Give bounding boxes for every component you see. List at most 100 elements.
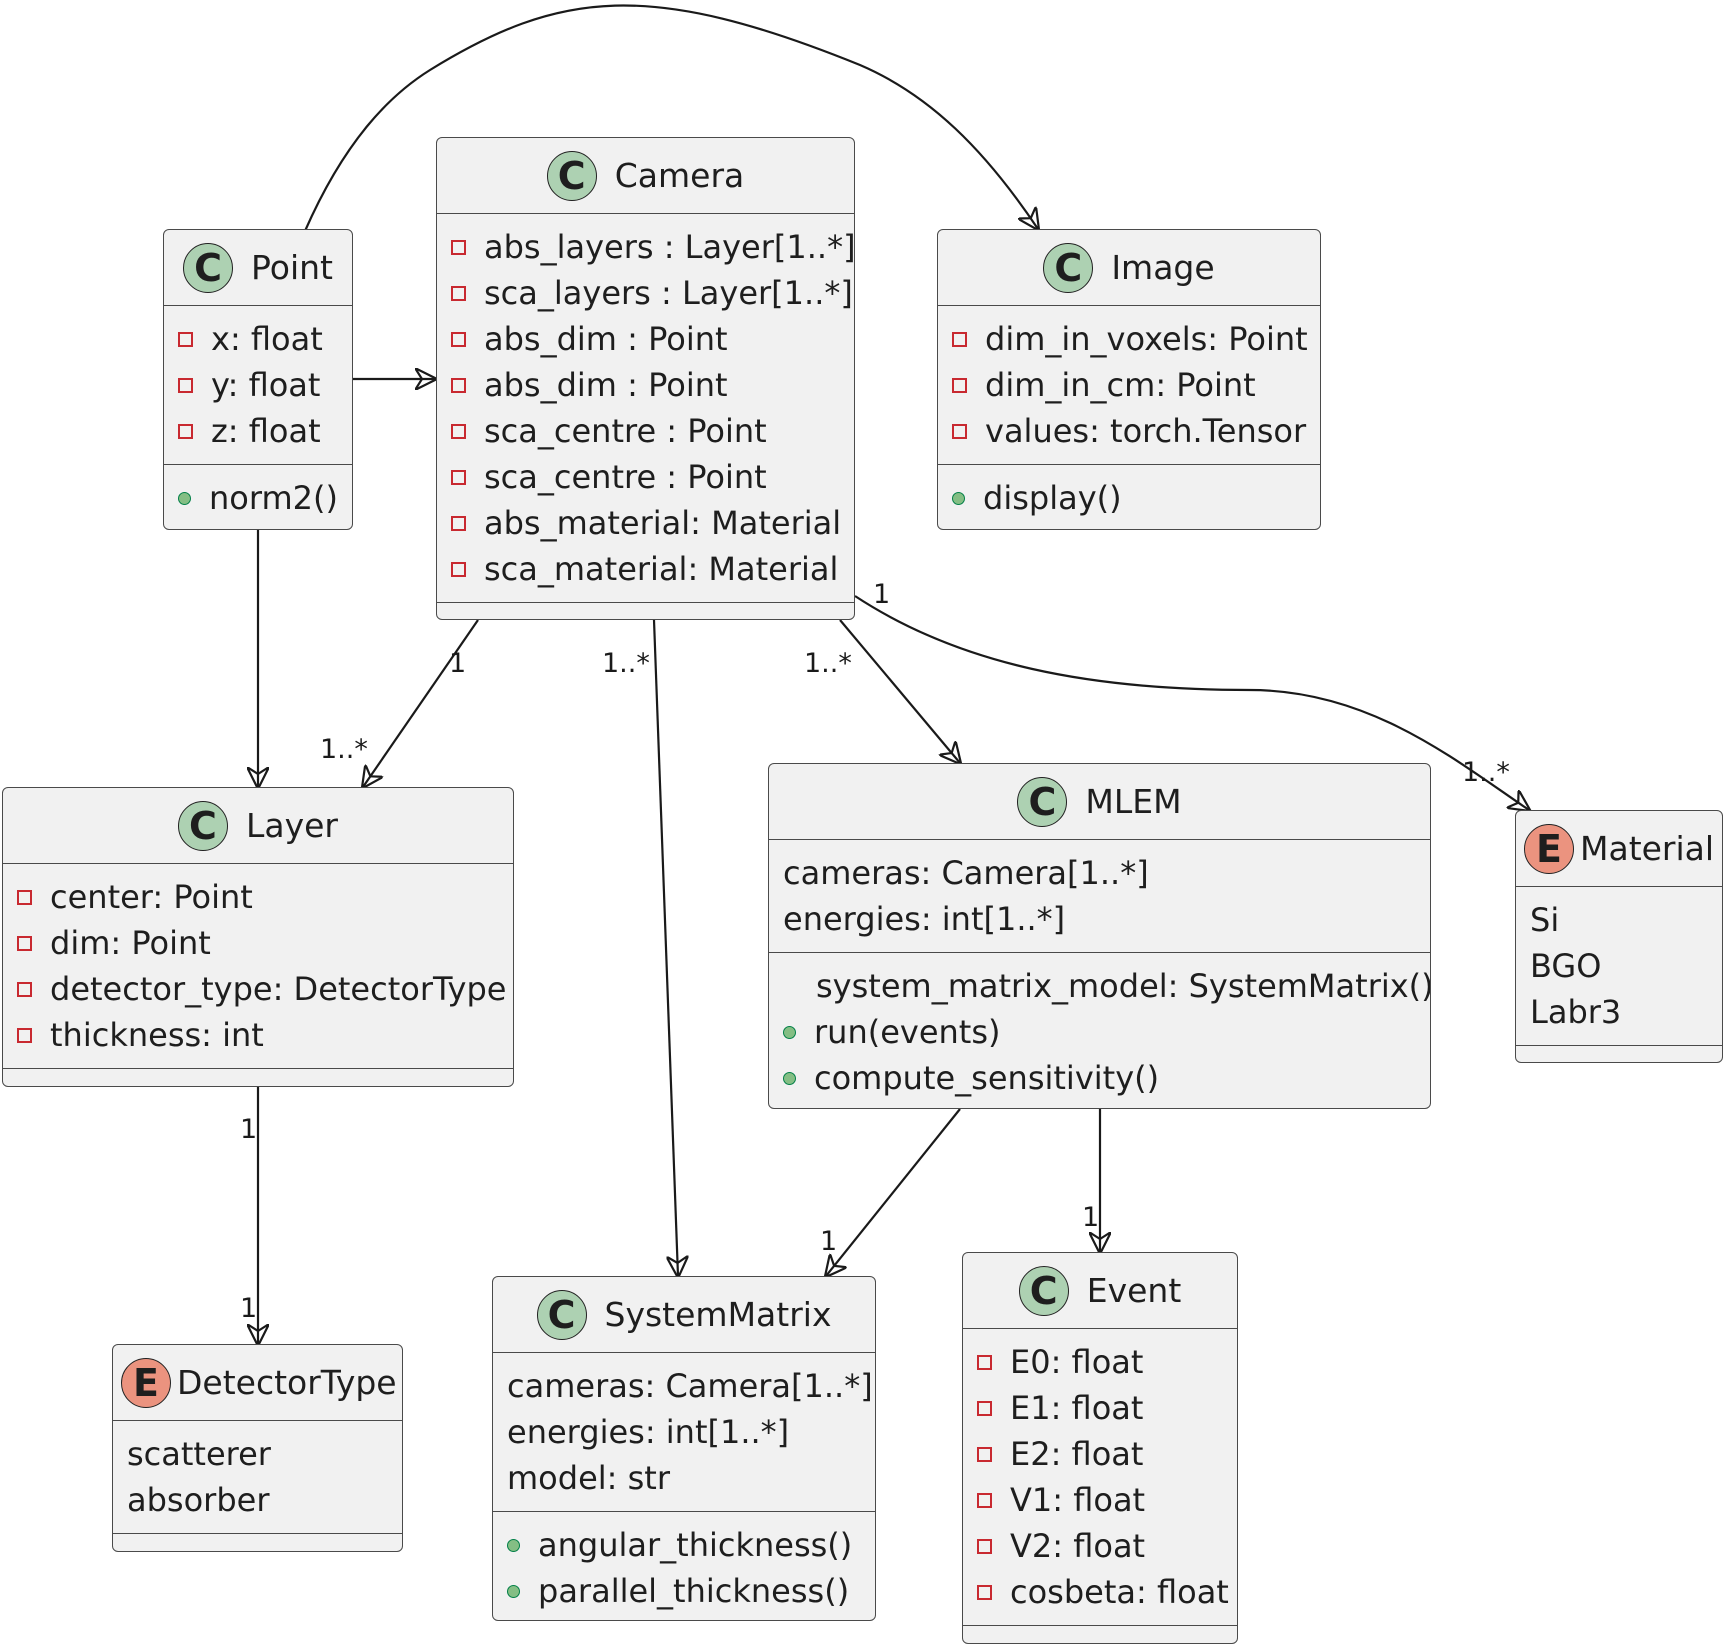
mult-layer-detectortype-src: 1 [240, 1114, 257, 1145]
method-row: parallel_thickness() [507, 1568, 875, 1614]
attribute-row: cameras: Camera[1..*] [507, 1367, 873, 1405]
public-icon [783, 1025, 796, 1039]
private-icon [977, 1492, 992, 1508]
class-point-attributes: x: float y: float z: float [164, 306, 352, 465]
class-badge-icon: C [183, 242, 234, 293]
attribute-row: E0: float [977, 1339, 1237, 1385]
enum-detector-type-name: DetectorType [177, 1363, 397, 1402]
attribute-row: dim: Point [17, 920, 513, 966]
edge-camera-mlem [839, 619, 960, 763]
class-point-methods: norm2() [164, 465, 352, 529]
class-layer-name: Layer [245, 806, 338, 845]
enum-material-header: E Material [1516, 811, 1722, 887]
class-camera[interactable]: C Camera abs_layers : Layer[1..*] sca_la… [436, 137, 855, 620]
private-icon [17, 935, 32, 951]
attribute-row: model: str [507, 1459, 670, 1497]
attribute-row: sca_material: Material [451, 546, 854, 592]
class-event-attributes: E0: float E1: float E2: float V1: float … [963, 1329, 1237, 1626]
class-layer[interactable]: C Layer center: Point dim: Point detecto… [2, 787, 514, 1087]
class-image-header: C Image [938, 230, 1320, 306]
class-point-name: Point [251, 248, 333, 287]
attribute-row: center: Point [17, 874, 513, 920]
method-row: display() [952, 475, 1320, 521]
method-row: angular_thickness() [507, 1522, 875, 1568]
enum-material[interactable]: E Material Si BGO Labr3 [1515, 810, 1723, 1063]
attribute-row: E1: float [977, 1385, 1237, 1431]
class-event-name: Event [1086, 1271, 1182, 1310]
mult-camera-layer-src: 1 [449, 648, 466, 679]
mult-mlem-event-dst: 1 [1082, 1202, 1099, 1233]
attribute-row: sca_centre : Point [451, 408, 854, 454]
enum-value: BGO [1530, 947, 1602, 985]
attribute-row: z: float [178, 408, 352, 454]
private-icon [178, 331, 193, 347]
class-system-matrix-methods: angular_thickness() parallel_thickness() [493, 1512, 875, 1620]
attribute-row: abs_dim : Point [451, 316, 854, 362]
private-icon [17, 889, 32, 905]
attribute-row: sca_layers : Layer[1..*] [451, 270, 854, 316]
method-row: run(events) [783, 1009, 1430, 1055]
edge-camera-layer [363, 619, 479, 787]
enum-value: absorber [127, 1481, 270, 1519]
edge-camera-material [854, 595, 1529, 810]
mult-layer-detectortype-dst: 1 [240, 1293, 257, 1324]
edge-point-image [303, 4, 1038, 231]
enum-badge-icon: E [121, 1357, 171, 1408]
method-row: system_matrix_model: SystemMatrix() [816, 967, 1431, 1005]
class-mlem-header: C MLEM [769, 764, 1430, 840]
class-badge-icon: C [536, 1289, 587, 1340]
attribute-row: cosbeta: float [977, 1569, 1237, 1615]
enum-value: Labr3 [1530, 993, 1622, 1031]
class-mlem-attributes: cameras: Camera[1..*] energies: int[1..*… [769, 840, 1430, 953]
class-layer-attributes: center: Point dim: Point detector_type: … [3, 864, 513, 1069]
private-icon [451, 285, 466, 301]
attribute-row: sca_centre : Point [451, 454, 854, 500]
enum-value: scatterer [127, 1435, 271, 1473]
private-icon [178, 423, 193, 439]
class-system-matrix-name: SystemMatrix [604, 1295, 832, 1334]
enum-detector-type[interactable]: E DetectorType scatterer absorber [112, 1344, 403, 1552]
class-event[interactable]: C Event E0: float E1: float E2: float V1… [962, 1252, 1238, 1644]
edge-camera-systemmatrix [652, 619, 678, 1276]
class-badge-icon: C [546, 150, 597, 201]
private-icon [451, 239, 466, 255]
private-icon [451, 423, 466, 439]
class-point-header: C Point [164, 230, 352, 306]
private-icon [977, 1400, 992, 1416]
class-image[interactable]: C Image dim_in_voxels: Point dim_in_cm: … [937, 229, 1321, 530]
attribute-row: x: float [178, 316, 352, 362]
mult-camera-systemmatrix-src: 1..* [602, 648, 650, 679]
private-icon [451, 515, 466, 531]
private-icon [977, 1584, 992, 1600]
private-icon [178, 377, 193, 393]
attribute-row: V1: float [977, 1477, 1237, 1523]
private-icon [17, 1027, 32, 1043]
private-icon [952, 377, 967, 393]
class-image-methods: display() [938, 465, 1320, 529]
class-mlem[interactable]: C MLEM cameras: Camera[1..*] energies: i… [768, 763, 1431, 1109]
public-icon [178, 491, 191, 505]
attribute-row: energies: int[1..*] [783, 900, 1066, 938]
enum-detector-type-header: E DetectorType [113, 1345, 402, 1421]
class-point[interactable]: C Point x: float y: float z: float norm2… [163, 229, 353, 530]
attribute-row: detector_type: DetectorType [17, 966, 513, 1012]
private-icon [451, 377, 466, 393]
enum-value: Si [1530, 901, 1560, 939]
private-icon [17, 981, 32, 997]
attribute-row: abs_dim : Point [451, 362, 854, 408]
attribute-row: dim_in_voxels: Point [952, 316, 1320, 362]
enum-material-values: Si BGO Labr3 [1516, 887, 1722, 1046]
private-icon [977, 1538, 992, 1554]
class-image-attributes: dim_in_voxels: Point dim_in_cm: Point va… [938, 306, 1320, 465]
class-camera-header: C Camera [437, 138, 854, 214]
mult-camera-material-src: 1 [873, 579, 890, 610]
mult-camera-material-dst: 1..* [1462, 757, 1510, 788]
class-system-matrix[interactable]: C SystemMatrix cameras: Camera[1..*] ene… [492, 1276, 876, 1621]
private-icon [451, 331, 466, 347]
class-image-name: Image [1111, 248, 1215, 287]
mult-camera-mlem-src: 1..* [804, 648, 852, 679]
public-icon [507, 1538, 520, 1552]
public-icon [952, 491, 965, 505]
attribute-row: dim_in_cm: Point [952, 362, 1320, 408]
attribute-row: values: torch.Tensor [952, 408, 1320, 454]
